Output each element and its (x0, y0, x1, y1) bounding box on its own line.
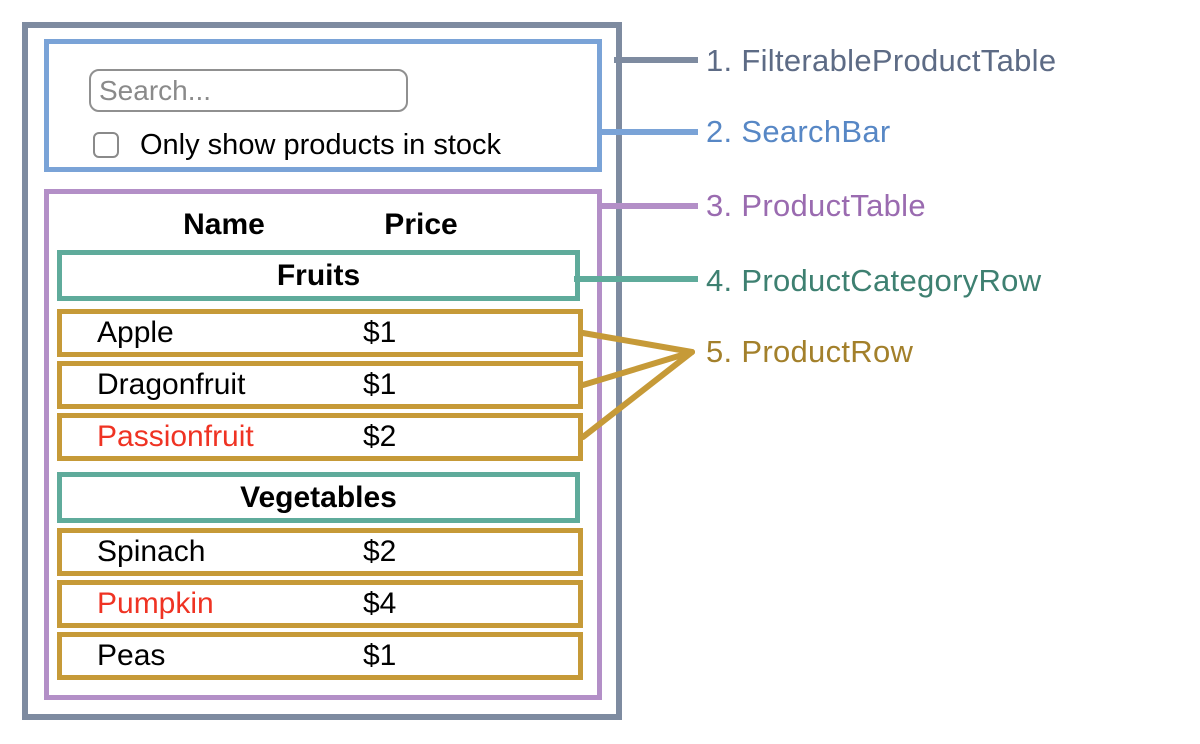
search-input[interactable] (89, 69, 408, 112)
category-label: Vegetables (240, 480, 397, 514)
in-stock-checkbox[interactable] (93, 132, 119, 158)
product-price: $1 (363, 368, 397, 401)
product-price: $4 (363, 587, 397, 620)
product-row-apple: Apple $1 (57, 309, 583, 357)
search-bar-box: Only show products in stock (44, 39, 602, 172)
connector-line-search-bar (599, 129, 698, 135)
label-filterable-product-table: 1. FilterableProductTable (706, 43, 1057, 78)
product-row-dragonfruit: Dragonfruit $1 (57, 361, 583, 409)
label-product-table: 3. ProductTable (706, 188, 926, 223)
category-row-fruits: Fruits (57, 250, 580, 301)
product-table-box: Name Price Fruits Apple $1 Dragonfruit $… (44, 189, 602, 700)
filterable-product-table-box: Only show products in stock Name Price F… (22, 22, 622, 720)
connector-line-product-category-row (574, 276, 698, 282)
price-column-header: Price (384, 208, 458, 241)
label-product-category-row: 4. ProductCategoryRow (706, 263, 1042, 298)
product-name: Apple (97, 316, 174, 349)
product-name: Pumpkin (97, 587, 214, 620)
connector-line-filterable-product-table (614, 57, 698, 63)
label-search-bar: 2. SearchBar (706, 114, 891, 149)
product-row-passionfruit: Passionfruit $2 (57, 413, 583, 461)
in-stock-checkbox-label: Only show products in stock (140, 129, 502, 161)
label-product-row: 5. ProductRow (706, 334, 914, 369)
name-column-header: Name (183, 208, 265, 241)
category-label: Fruits (276, 258, 361, 292)
product-price: $1 (363, 639, 397, 672)
product-price: $1 (363, 316, 397, 349)
product-name: Spinach (97, 535, 206, 568)
product-name: Passionfruit (97, 420, 254, 453)
product-row-peas: Peas $1 (57, 632, 583, 680)
connector-line-product-table (599, 203, 698, 209)
category-row-vegetables: Vegetables (57, 472, 580, 523)
product-row-spinach: Spinach $2 (57, 528, 583, 576)
product-price: $2 (363, 535, 397, 568)
product-price: $2 (363, 420, 397, 453)
product-name: Dragonfruit (97, 368, 246, 401)
product-name: Peas (97, 639, 166, 672)
product-row-pumpkin: Pumpkin $4 (57, 580, 583, 628)
